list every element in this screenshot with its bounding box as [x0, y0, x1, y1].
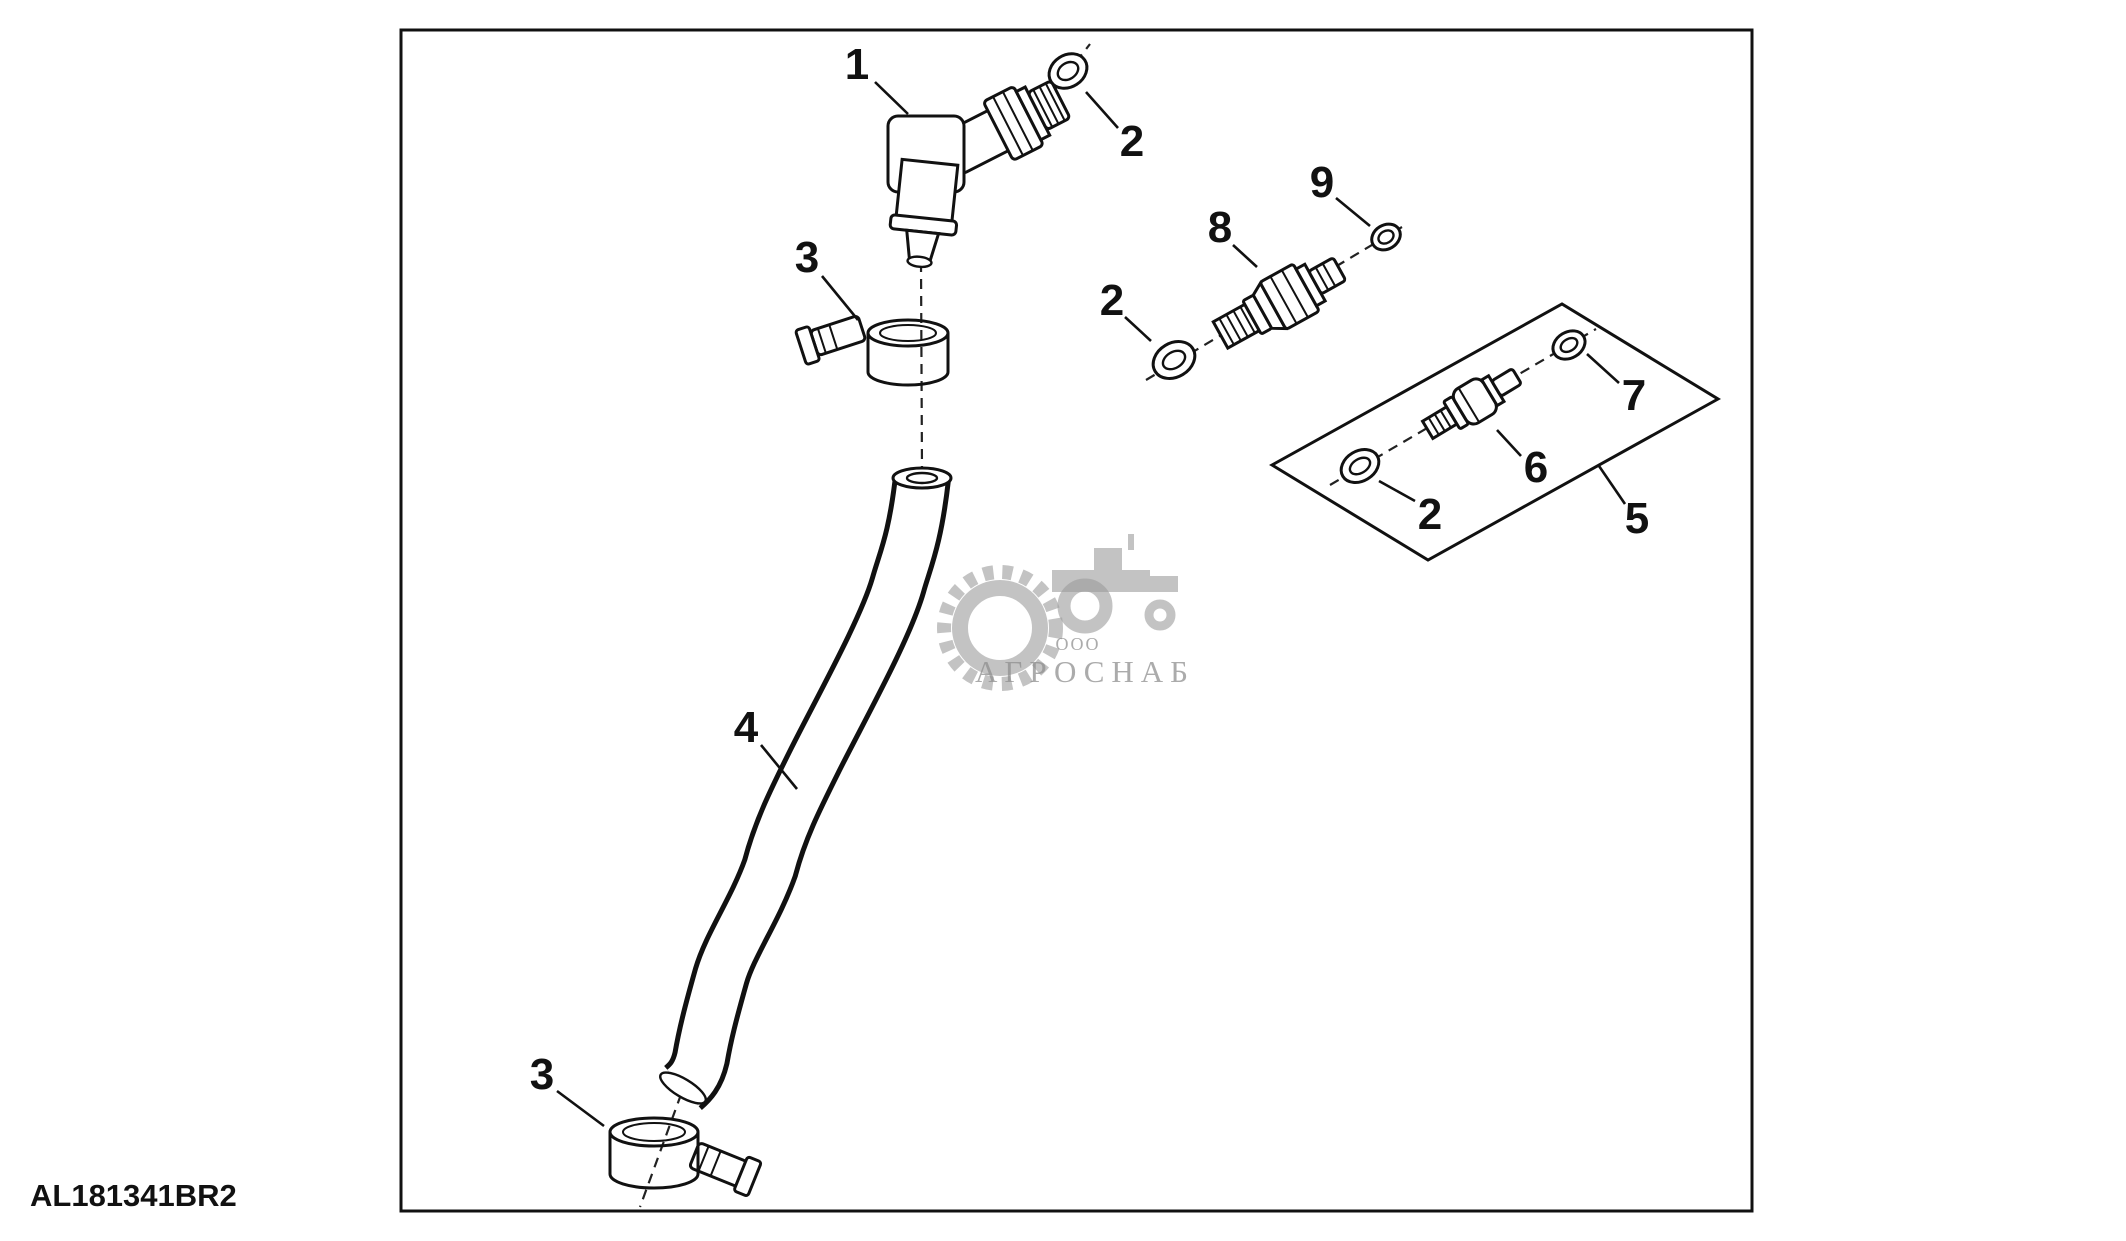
watermark: ООО АГРОСНАБ	[937, 534, 1195, 691]
o-ring-part2-top	[1047, 52, 1089, 90]
hose-part4	[659, 466, 953, 1111]
callout-2-middle: 2	[1099, 276, 1125, 325]
leader-line-2-middle	[1124, 316, 1152, 342]
watermark-text-ooo: ООО	[1056, 634, 1101, 654]
leader-line-3-bottom	[556, 1089, 605, 1128]
callout-6: 6	[1523, 443, 1549, 492]
callout-9: 9	[1309, 158, 1335, 207]
o-ring-part7	[1551, 329, 1587, 361]
callout-5: 5	[1624, 494, 1650, 543]
hose-clamp-part3-top	[794, 315, 950, 387]
diagram-frame	[399, 28, 1754, 1213]
callout-2-top: 2	[1119, 117, 1145, 166]
connector-fitting-part8	[1211, 257, 1347, 351]
leader-line-2-box	[1378, 479, 1416, 503]
callout-7: 7	[1621, 371, 1647, 420]
leader-line-3-top	[820, 275, 860, 321]
callout-3-top: 3	[794, 233, 820, 282]
hose-end	[659, 1071, 707, 1105]
o-ring-part2-box	[1339, 448, 1381, 484]
leader-line-4	[759, 744, 799, 790]
callout-3-bottom: 3	[529, 1050, 555, 1099]
quick-connector-part6	[1420, 368, 1522, 441]
elbow-fitting-part1	[886, 80, 1071, 269]
tractor-icon	[1052, 534, 1178, 634]
center-line-elbow-hose	[919, 261, 924, 473]
part-number: AL181341BR2	[30, 1178, 237, 1213]
callout-2-box: 2	[1417, 490, 1443, 539]
leader-line-9	[1335, 196, 1371, 228]
hose-clamp-part3-bottom	[608, 1116, 763, 1197]
watermark-text-agrosnab: АГРОСНАБ	[975, 654, 1195, 689]
leader-line-8	[1232, 244, 1258, 268]
kit-box-part5	[1269, 302, 1721, 562]
callout-1: 1	[844, 40, 870, 89]
leader-line-1	[874, 81, 909, 115]
o-ring-part2-middle	[1151, 340, 1197, 380]
leader-line-7	[1586, 353, 1620, 384]
leader-line-5	[1597, 465, 1627, 505]
leader-line-6	[1496, 429, 1522, 457]
center-line-hose-clamp	[638, 1077, 689, 1208]
leader-line-2-top	[1085, 91, 1119, 129]
gear-icon	[937, 565, 1063, 691]
callout-8: 8	[1207, 203, 1233, 252]
o-ring-part9	[1370, 222, 1402, 252]
callout-4: 4	[733, 703, 759, 752]
